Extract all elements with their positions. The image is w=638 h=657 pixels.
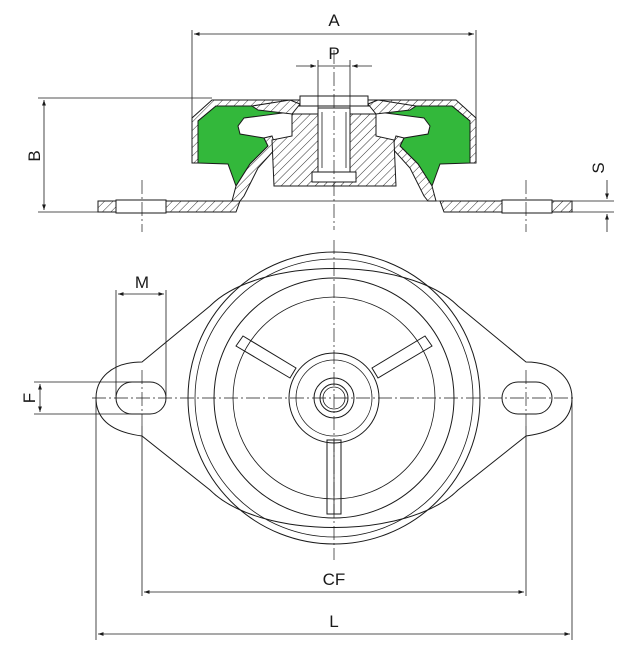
ribs — [235, 335, 433, 515]
dim-a-label: A — [328, 11, 340, 30]
dim-m-label: M — [135, 273, 149, 292]
dim-s-label: S — [589, 162, 608, 173]
dim-l-label: L — [329, 612, 338, 631]
dim-cf-label: CF — [323, 570, 346, 589]
plate-hole-right — [501, 199, 553, 214]
top-washer-right — [367, 99, 418, 115]
plan-view: M F CF L — [20, 240, 576, 640]
dim-f-label: F — [20, 393, 39, 403]
dim-p-label: P — [328, 44, 339, 63]
plate-hole-left — [115, 199, 167, 214]
section-view: A P B S — [25, 11, 614, 232]
dim-b-label: B — [25, 150, 44, 161]
mounting-slot-right — [501, 381, 553, 415]
top-washer-left — [250, 99, 301, 115]
plate-end-right — [551, 200, 573, 213]
